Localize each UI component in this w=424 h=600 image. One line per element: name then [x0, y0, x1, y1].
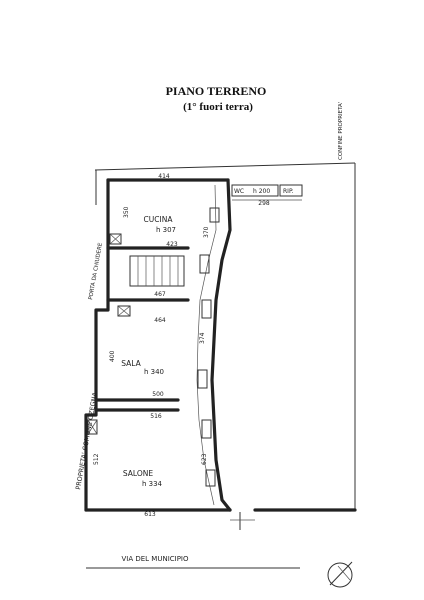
page-subtitle: (1° fuori terra) — [183, 101, 253, 113]
room-rip-name: RIP. — [283, 188, 294, 195]
dim-400: 400 — [109, 350, 116, 362]
dim-512: 512 — [93, 453, 100, 465]
dim-464: 464 — [154, 317, 166, 324]
dim-370: 370 — [203, 226, 210, 238]
room-wc-name: WC — [234, 188, 244, 195]
dim-374: 374 — [199, 332, 206, 344]
boundary-label-left-upper: PORTA DA CHIUDERE — [88, 242, 104, 300]
room-sala-height: h 340 — [144, 368, 164, 376]
room-sala-name: SALA — [121, 359, 141, 368]
dim-516: 516 — [150, 413, 162, 420]
dim-613: 613 — [144, 511, 156, 518]
dim-500: 500 — [152, 391, 164, 398]
room-cucina-height: h 307 — [156, 226, 176, 234]
property-boundary — [94, 162, 356, 510]
dim-623: 623 — [201, 453, 208, 465]
dim-414: 414 — [158, 173, 170, 180]
border-label-top-right: CONFINE PROPRIETA' — [338, 102, 344, 160]
dim-350: 350 — [123, 206, 130, 218]
room-salone-height: h 334 — [142, 480, 163, 488]
page-title: PIANO TERRENO — [166, 84, 267, 98]
building-walls — [84, 178, 357, 512]
chimney-markers — [87, 233, 131, 435]
dim-423: 423 — [166, 241, 178, 248]
window-openings — [197, 207, 220, 487]
dim-467: 467 — [154, 291, 166, 298]
dim-298: 298 — [258, 200, 270, 207]
room-cucina-name: CUCINA — [144, 215, 174, 224]
room-wc-height: h 200 — [253, 188, 270, 195]
street-label: VIA DEL MUNICIPIO — [121, 555, 189, 563]
entrance — [230, 512, 255, 530]
north-arrow-icon — [327, 561, 353, 588]
room-salone-name: SALONE — [123, 469, 153, 478]
staircase — [129, 255, 185, 287]
